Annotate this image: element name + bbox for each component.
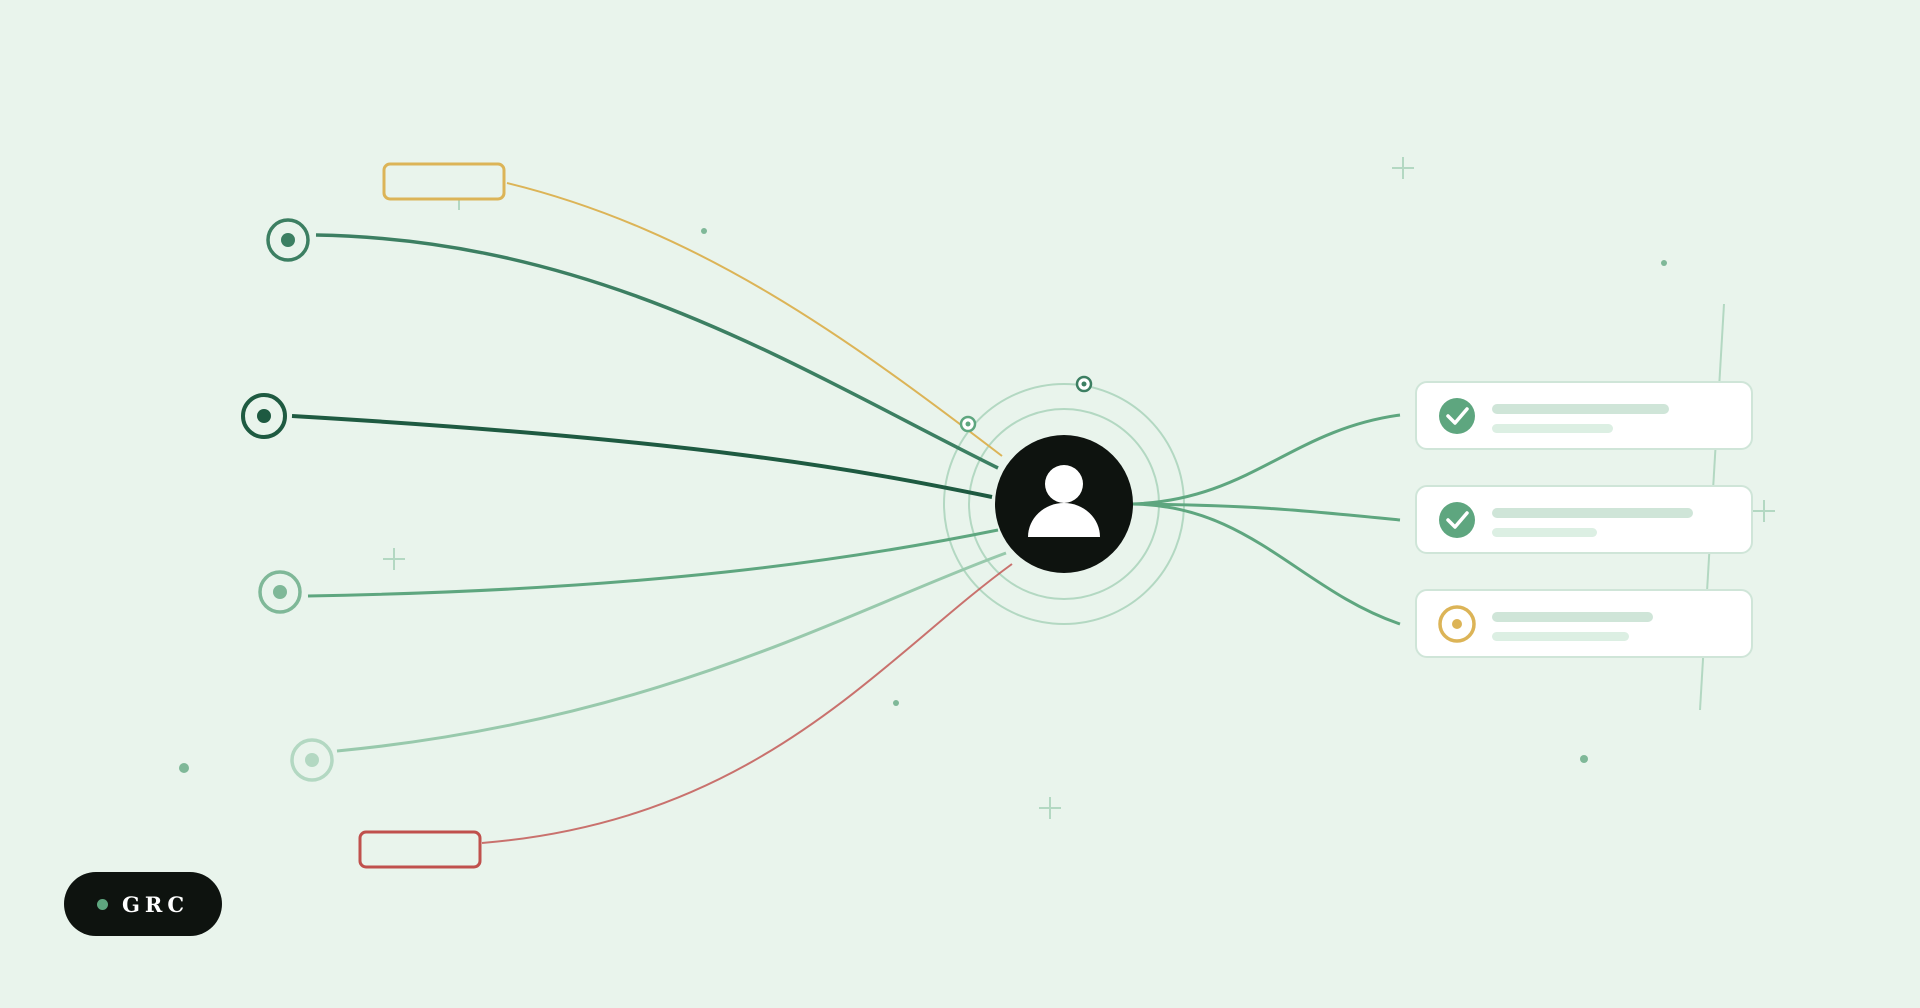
ring-satellite [1075, 375, 1093, 393]
user-icon [1028, 465, 1100, 537]
connector-line [1131, 413, 1401, 506]
yellow-label-box [382, 162, 506, 201]
output-card [1415, 485, 1753, 554]
card-subtitle-bar [1492, 632, 1629, 641]
dot-decorations [179, 228, 1667, 773]
input-node [266, 218, 310, 262]
input-node [241, 393, 287, 439]
output-card [1415, 589, 1753, 658]
connector-line [291, 414, 993, 499]
plus-decoration [1392, 157, 1414, 179]
ring-satellite [959, 415, 977, 433]
card-title-bar [1492, 612, 1653, 622]
connector-line [315, 233, 999, 470]
card-subtitle-bar [1492, 424, 1613, 433]
grc-badge: GRC [64, 872, 222, 936]
pending-circle-icon [1438, 605, 1476, 643]
dot-decoration [1661, 260, 1667, 266]
card-title-bar [1492, 508, 1693, 518]
input-node [290, 738, 334, 782]
central-user-node [995, 435, 1133, 573]
connector-line [307, 528, 999, 598]
input-node [258, 570, 302, 614]
check-circle-icon [1439, 398, 1475, 434]
connector-line [506, 182, 1003, 457]
red-label-box [358, 830, 482, 869]
plus-decoration [383, 548, 405, 570]
dot-decoration [1580, 755, 1588, 763]
plus-decoration [1039, 797, 1061, 819]
dot-decoration [701, 228, 707, 234]
dot-decoration [893, 700, 899, 706]
card-title-bar [1492, 404, 1669, 414]
status-dot-icon [96, 898, 108, 910]
connector-line [481, 563, 1013, 844]
connector-line [1131, 502, 1401, 522]
badge-label: GRC [121, 891, 190, 917]
plus-decoration [1753, 500, 1775, 522]
check-circle-icon [1439, 502, 1475, 538]
output-card [1415, 381, 1753, 450]
connector-line [336, 551, 1007, 753]
output-connectors [1131, 413, 1401, 626]
dot-decoration [179, 763, 189, 773]
connector-line [1131, 502, 1401, 626]
card-subtitle-bar [1492, 528, 1597, 537]
input-connectors [291, 182, 1013, 844]
